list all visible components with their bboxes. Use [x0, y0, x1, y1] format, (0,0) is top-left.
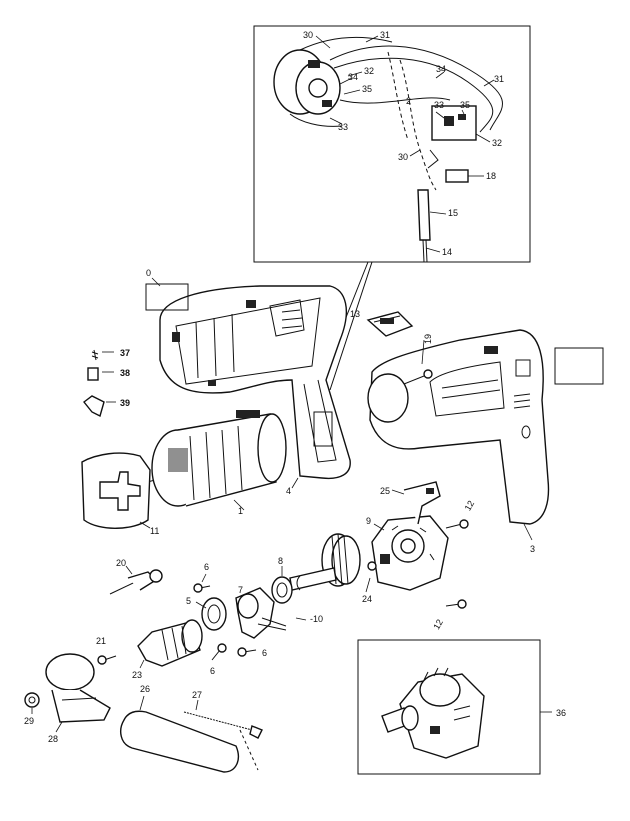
- bearing-housing-7: [235, 587, 287, 639]
- brush-holder-13: [366, 311, 414, 337]
- label-4: 4: [286, 486, 291, 496]
- label-38: 38: [120, 368, 130, 378]
- part-number-labels: 30 31 34 32 35 34 31 2 33 35 32 33 30 18…: [24, 30, 566, 744]
- armature-motor: [139, 410, 287, 511]
- chuck-23: [137, 619, 203, 669]
- label-19: 19: [423, 334, 433, 344]
- label-6-b: 6: [210, 666, 215, 676]
- label-20: 20: [116, 558, 126, 568]
- label-8: 8: [278, 556, 283, 566]
- label-29: 29: [24, 716, 34, 726]
- label-33: 33: [434, 100, 444, 110]
- stud-27: [183, 711, 253, 731]
- chuck-key-20: [109, 565, 163, 595]
- wiring-inset: [253, 25, 531, 391]
- gear-case-inset: [357, 639, 552, 775]
- label-30: 30: [303, 30, 313, 40]
- label-32-b: 32: [492, 138, 502, 148]
- label-18: 18: [486, 171, 496, 181]
- label-27: 27: [192, 690, 202, 700]
- handle-clamp-28: [45, 653, 111, 733]
- nameplate-label-0: [145, 283, 189, 311]
- washer-8: [271, 576, 293, 604]
- left-housing: [159, 285, 351, 480]
- label-6-c: 6: [262, 648, 267, 658]
- label-34: 34: [348, 72, 358, 82]
- label-32: 32: [364, 66, 374, 76]
- spindle-assembly: [289, 533, 377, 593]
- label-10: -10: [310, 614, 323, 624]
- label-5: 5: [186, 596, 191, 606]
- nut-29: [24, 692, 40, 708]
- label-24: 24: [362, 594, 372, 604]
- label-26: 26: [140, 684, 150, 694]
- side-handle-26: [120, 695, 259, 773]
- label-37: 37: [120, 348, 130, 358]
- label-30-b: 30: [398, 152, 408, 162]
- label-12: 12: [463, 499, 477, 513]
- gear-case-9: [371, 515, 449, 591]
- nameplate-label-right: [554, 347, 604, 385]
- label-12-b: 12: [431, 618, 445, 632]
- label-14: 14: [442, 247, 452, 257]
- label-3: 3: [530, 544, 535, 554]
- label-23: 23: [132, 670, 142, 680]
- label-7: 7: [238, 585, 243, 595]
- label-9: 9: [366, 516, 371, 526]
- label-21: 21: [96, 636, 106, 646]
- bracket-25: [391, 481, 441, 525]
- label-2: 2: [406, 96, 411, 106]
- label-35: 35: [362, 84, 372, 94]
- label-25: 25: [380, 486, 390, 496]
- label-6: 6: [204, 562, 209, 572]
- label-28: 28: [48, 734, 58, 744]
- washer-5: [201, 597, 227, 631]
- screw-19: [403, 339, 433, 385]
- label-39: 39: [120, 398, 130, 408]
- label-34-b: 34: [436, 64, 446, 74]
- right-housing: [367, 329, 550, 525]
- label-15: 15: [448, 208, 458, 218]
- baffle-plate-11: [81, 452, 151, 529]
- label-33-b: 33: [338, 122, 348, 132]
- label-31: 31: [380, 30, 390, 40]
- cord-protector: [417, 189, 431, 241]
- label-31-b: 31: [494, 74, 504, 84]
- label-11: 11: [150, 526, 159, 536]
- label-35-b: 35: [460, 100, 470, 110]
- label-13: 13: [350, 309, 360, 319]
- label-1: 1: [238, 506, 243, 516]
- small-parts-37-39: [83, 349, 116, 418]
- label-36: 36: [556, 708, 566, 718]
- label-0: 0: [146, 268, 151, 278]
